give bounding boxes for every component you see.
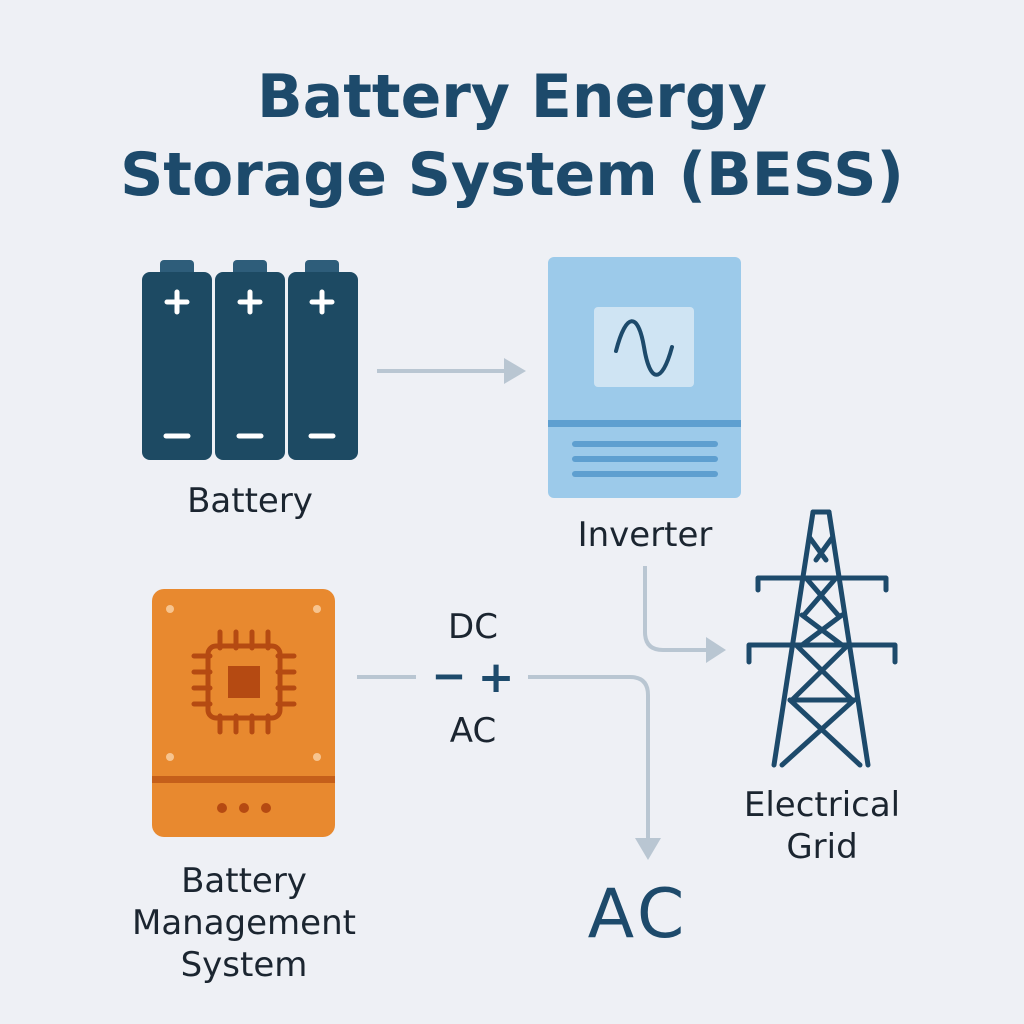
bms-label-line-3: System	[180, 945, 308, 985]
converter-to-ac-arrow	[528, 675, 650, 844]
diagram-title: Battery Energy Storage System (BESS)	[0, 58, 1024, 214]
sine-wave-icon	[614, 319, 674, 377]
converter-dc-label: DC	[448, 607, 498, 647]
inverter-to-grid-arrow	[643, 566, 712, 652]
battery-label: Battery	[150, 480, 350, 522]
battery-cell-1	[142, 260, 212, 460]
ac-output-label: AC	[587, 875, 689, 954]
transmission-tower-icon	[746, 509, 898, 768]
inverter-icon	[548, 257, 741, 498]
inverter-label-text: Inverter	[577, 515, 713, 555]
bms-icon	[152, 589, 335, 837]
grid-label-line-1: Electrical	[743, 785, 901, 825]
battery-cell-3	[288, 260, 358, 460]
converter-plus-symbol: +	[478, 652, 515, 703]
grid-label-line-2: Grid	[786, 827, 858, 867]
grid-label: Electrical Grid	[712, 784, 932, 868]
battery-cell-2	[215, 260, 285, 460]
inverter-to-grid-arrowhead	[706, 637, 726, 663]
bms-label-line-2: Management	[132, 903, 356, 943]
battery-icon	[142, 260, 358, 460]
converter-symbol: DC − + AC	[431, 607, 514, 751]
converter-to-ac-arrowhead	[635, 838, 661, 860]
bms-label: Battery Management System	[104, 860, 384, 986]
inverter-label: Inverter	[545, 514, 745, 556]
title-line-1: Battery Energy	[257, 62, 767, 132]
microchip-icon	[191, 629, 297, 735]
battery-label-text: Battery	[187, 481, 313, 521]
title-line-2: Storage System (BESS)	[120, 140, 904, 210]
converter-ac-label: AC	[450, 711, 496, 751]
battery-to-inverter-arrowhead	[504, 358, 526, 384]
converter-minus-symbol: −	[431, 651, 466, 700]
bms-label-line-1: Battery	[181, 861, 307, 901]
